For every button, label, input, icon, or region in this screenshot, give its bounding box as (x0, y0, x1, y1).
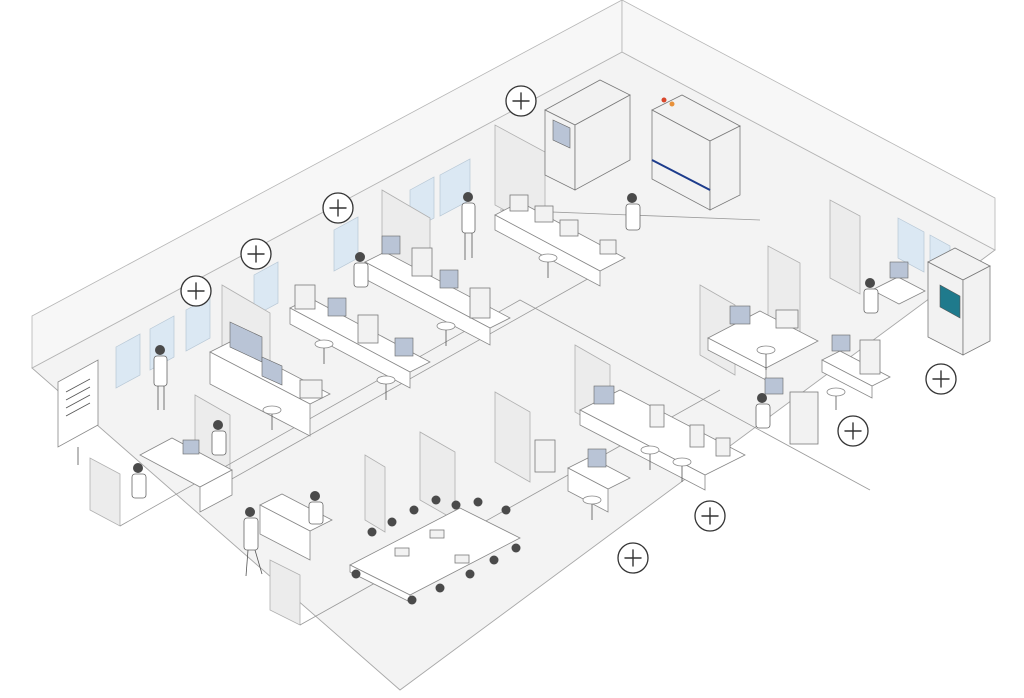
back-wall-right (621, 0, 996, 251)
instrument-far-right (871, 247, 991, 356)
back-wall-left (31, 0, 623, 369)
hotspot-upper-lab-1[interactable] (322, 192, 354, 224)
person-upper-lab (353, 252, 369, 288)
office-desk (139, 437, 233, 513)
hotspot-right-instrument[interactable] (925, 363, 957, 395)
person-microscope-lab (755, 393, 771, 429)
hotspot-top-lab[interactable] (505, 85, 537, 117)
meeting-table (349, 507, 521, 603)
person-right-lab (863, 278, 879, 314)
whiteboard (57, 359, 99, 465)
stools (262, 253, 846, 520)
person-visitor (243, 507, 263, 577)
person-left-wall (153, 345, 168, 410)
bench-top-lab (494, 194, 626, 287)
hotspot-microscope-lab[interactable] (694, 500, 726, 532)
large-instrument-2 (651, 94, 741, 211)
people (131, 192, 879, 605)
person-reception (308, 491, 324, 525)
meeting-attendees (351, 495, 521, 605)
hotspot-right-lab[interactable] (837, 415, 869, 447)
hotspot-left-office[interactable] (180, 275, 212, 307)
person-top-lab-seated (625, 193, 641, 231)
bench-upper-lab (289, 235, 511, 389)
bench-left-lab (209, 321, 331, 437)
hotspot-upper-lab-2[interactable] (240, 238, 272, 270)
person-office-1 (211, 420, 227, 456)
hotspot-meeting-room[interactable] (617, 542, 649, 574)
large-instrument-1 (544, 79, 631, 191)
person-office-2 (131, 463, 147, 499)
person-top-lab (461, 192, 476, 260)
bench-right-lab (707, 305, 891, 445)
